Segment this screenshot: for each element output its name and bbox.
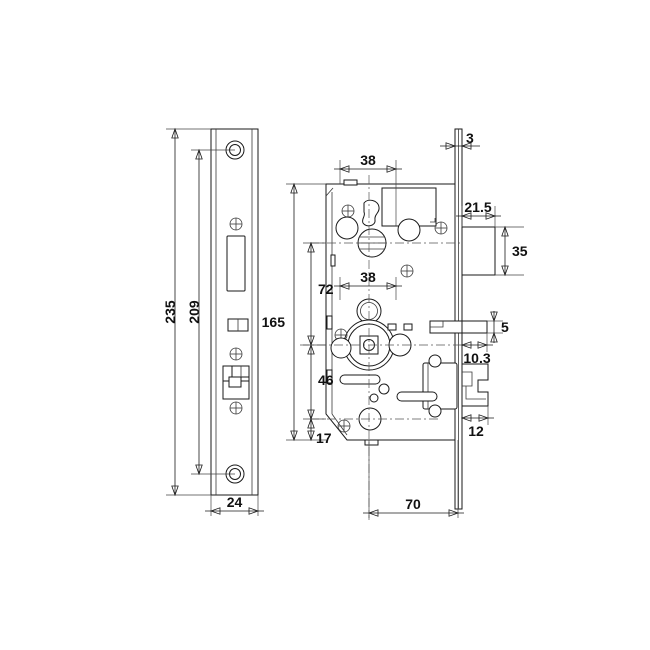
case-screw-mid-right <box>400 264 414 278</box>
dimension-10-3: 10.3 <box>460 333 493 366</box>
dimension-46: 46 <box>303 343 334 421</box>
dimension-70-label: 70 <box>405 496 421 512</box>
dimension-38-upper-label: 38 <box>360 152 376 168</box>
case-tab-left-upper <box>330 254 336 267</box>
case-hole-left-spindle <box>330 337 352 359</box>
slot-lower <box>396 391 438 402</box>
dimension-5: 5 <box>487 311 509 343</box>
dimension-165-label: 165 <box>262 314 286 330</box>
dimension-17-label: 17 <box>316 430 332 446</box>
case-hole-upper-left <box>335 216 359 240</box>
dimension-24-label: 24 <box>227 494 243 510</box>
dimension-209: 209 <box>186 148 235 476</box>
dimension-12: 12 <box>460 406 494 439</box>
deadbolt-projection <box>461 226 496 276</box>
case-tab-bottom <box>364 439 379 446</box>
case-screw-upper-right <box>434 221 448 235</box>
dimension-21-5-label: 21.5 <box>464 199 491 215</box>
latch-bolt-aperture <box>222 365 250 400</box>
dimension-35: 35 <box>495 225 528 277</box>
dimension-235: 235 <box>162 127 211 497</box>
case-screw-bottom-left <box>337 419 351 433</box>
auxiliary-bolt <box>429 320 488 334</box>
faceplate-outline <box>210 128 259 496</box>
lock-case-chamfer-bottom <box>331 413 348 436</box>
dimension-5-label: 5 <box>501 319 509 335</box>
cam-profile <box>362 199 380 227</box>
faceplate-edge-view <box>210 128 259 496</box>
latch-pivot-bottom <box>428 404 442 418</box>
latch-pivot-top <box>428 354 442 368</box>
dimension-165: 165 <box>262 182 326 442</box>
latch-bolt-head <box>461 363 489 407</box>
latch-bolt-assembly <box>422 354 489 418</box>
dimension-72: 72 <box>303 241 334 347</box>
dimension-3-label: 3 <box>466 130 474 146</box>
slot-upper <box>339 374 381 385</box>
auxiliary-bolt-aperture <box>227 318 249 332</box>
dimension-70: 70 <box>363 440 464 518</box>
faceplate-lower-screw-upper <box>229 347 243 361</box>
dimension-10-3-label: 10.3 <box>463 350 490 366</box>
dimension-12-label: 12 <box>468 423 484 439</box>
dimension-17: 17 <box>307 417 332 446</box>
dimension-38-lower: 38 <box>334 269 402 300</box>
faceplate-upper-screw <box>229 217 243 231</box>
case-screw-upper-left <box>341 204 355 218</box>
dimension-38-lower-label: 38 <box>360 269 376 285</box>
port-square-b <box>403 323 413 331</box>
dimension-35-label: 35 <box>512 243 528 259</box>
case-pin-hole-b <box>369 393 379 403</box>
lock-case-chamfer-top <box>325 187 334 197</box>
case-tab-left-lower <box>326 369 333 384</box>
dimension-235-label: 235 <box>162 300 178 324</box>
dimension-46-label: 46 <box>318 372 334 388</box>
case-tab-top-left <box>343 179 358 186</box>
case-pin-hole-a <box>378 383 390 395</box>
dimension-38-upper: 38 <box>334 152 402 226</box>
faceplate-lower-screw-lower <box>229 401 243 415</box>
case-tab-left-mid <box>326 315 333 330</box>
deadbolt-aperture <box>226 235 246 292</box>
dimension-24: 24 <box>205 494 264 516</box>
dimension-72-label: 72 <box>318 281 334 297</box>
dimension-3: 3 <box>440 130 480 150</box>
dimension-209-label: 209 <box>186 300 202 324</box>
dimension-21-5: 21.5 <box>456 199 501 227</box>
lock-body-side-view <box>300 128 496 520</box>
port-square-a <box>387 323 397 331</box>
deadbolt-cam-hole <box>397 218 421 242</box>
